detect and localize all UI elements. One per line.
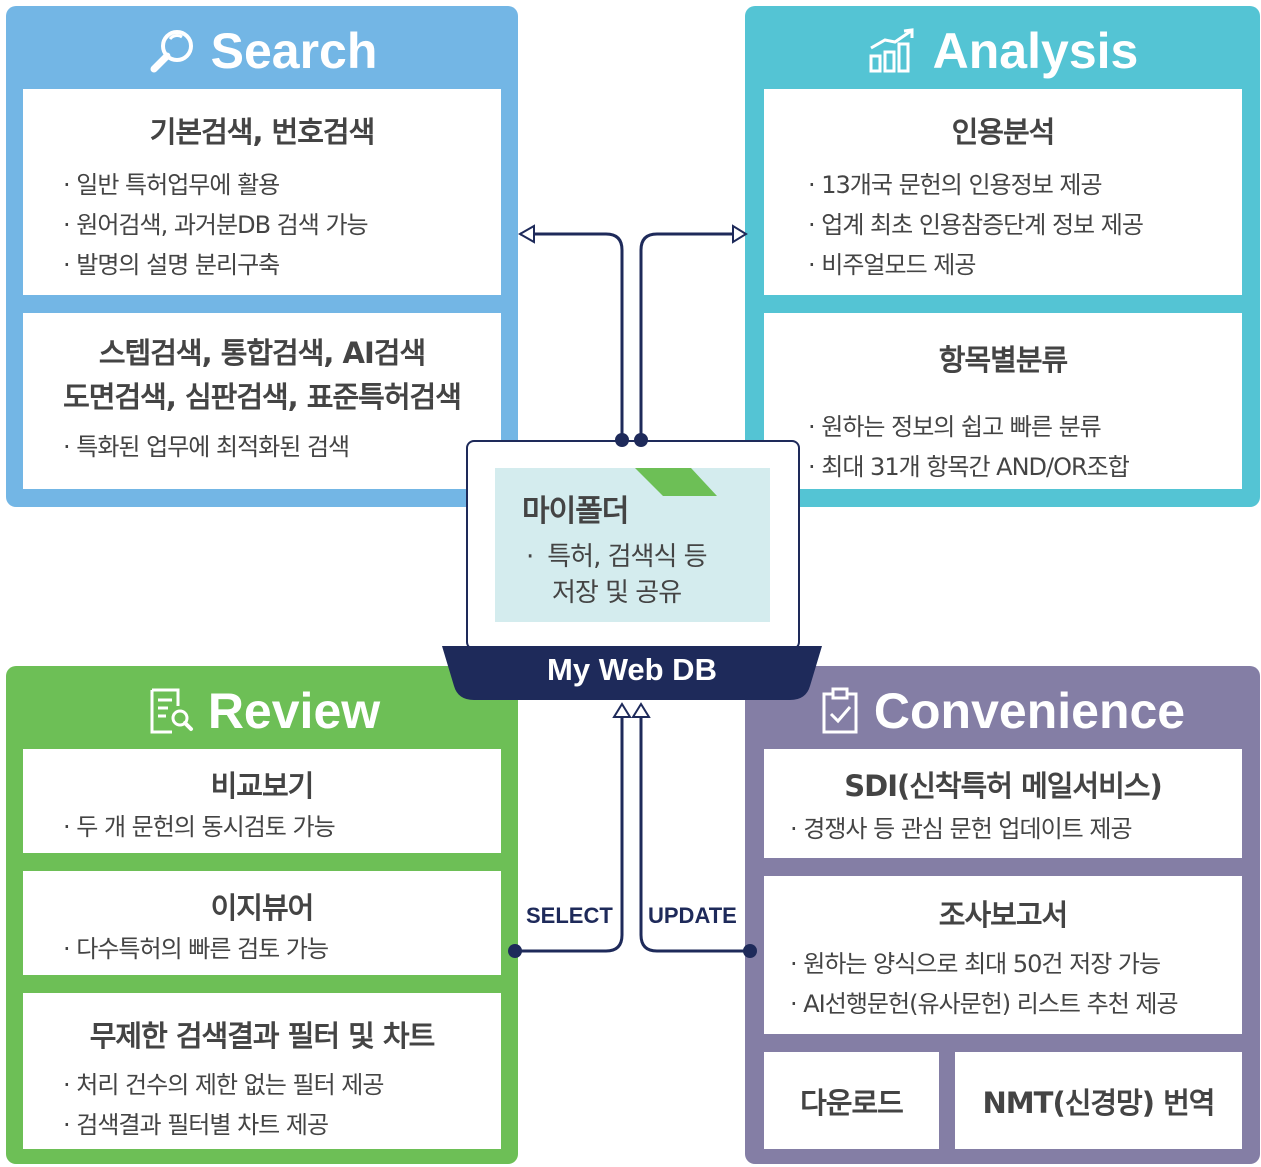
arrow-head-left: [517, 224, 535, 244]
search-box-basic: 기본검색, 번호검색 일반 특허업무에 활용 원어검색, 과거분DB 검색 가능…: [23, 89, 501, 295]
review-title-text: Review: [207, 683, 381, 739]
connector-to-search: [520, 232, 624, 440]
convenience-box-download: 다운로드: [764, 1052, 939, 1149]
mywebdb-base-bar: [442, 646, 822, 700]
list-item: 원하는 양식으로 최대 50건 저장 가능: [790, 944, 1242, 984]
analysis-box-citation: 인용분석 13개국 문헌의 인용정보 제공 업계 최초 인용참증단계 정보 제공…: [764, 89, 1242, 295]
folder-desc-text1: 특허, 검색식 등: [547, 542, 707, 572]
analysis-box-classification-title: 항목별분류: [938, 343, 1068, 377]
convenience-box-nmt-title: NMT(신경망) 번역: [982, 1085, 1216, 1120]
analysis-panel: Analysis 인용분석 13개국 문헌의 인용정보 제공 업계 최초 인용참…: [745, 6, 1260, 507]
list-item: 두 개 문헌의 동시검토 가능: [63, 807, 501, 847]
document-search-icon: [150, 688, 193, 734]
folder-title: 마이폴더: [522, 494, 629, 529]
convenience-box-sdi: SDI(신착특허 메일서비스) 경쟁사 등 관심 문헌 업데이트 제공: [764, 749, 1242, 858]
search-box-basic-title: 기본검색, 번호검색: [149, 115, 376, 149]
list-item: 원어검색, 과거분DB 검색 가능: [63, 205, 501, 245]
search-box-advanced-title-1: 스텝검색, 통합검색, AI검색: [98, 336, 426, 370]
convenience-box-download-title: 다운로드: [800, 1085, 904, 1120]
list-item: 비주얼모드 제공: [808, 245, 1242, 285]
analysis-box-citation-title: 인용분석: [951, 115, 1056, 149]
list-item: 13개국 문헌의 인용정보 제공: [808, 165, 1242, 205]
analysis-title-text: Analysis: [932, 23, 1139, 79]
search-box-advanced: 스텝검색, 통합검색, AI검색 도면검색, 심판검색, 표준특허검색 특화된 …: [23, 313, 501, 489]
convenience-title-text: Convenience: [873, 683, 1186, 739]
list-item: 일반 특허업무에 활용: [63, 165, 501, 205]
analysis-box-classification: 항목별분류 원하는 정보의 쉽고 빠른 분류 최대 31개 항목간 AND/OR…: [764, 313, 1242, 489]
review-box-compare: 비교보기 두 개 문헌의 동시검토 가능: [23, 749, 501, 853]
search-panel-title: Search: [6, 20, 518, 82]
search-title-text: Search: [210, 23, 378, 79]
convenience-panel: Convenience SDI(신착특허 메일서비스) 경쟁사 등 관심 문헌 …: [745, 666, 1260, 1164]
convenience-box-report-title: 조사보고서: [938, 898, 1068, 932]
folder-icon: [495, 468, 770, 622]
search-icon: [150, 30, 193, 73]
select-label: SELECT: [526, 903, 613, 928]
list-item: 특화된 업무에 최적화된 검색: [63, 427, 501, 467]
analysis-panel-title: Analysis: [745, 20, 1260, 82]
connector-to-analysis: [639, 232, 742, 440]
convenience-panel-title: Convenience: [745, 680, 1260, 742]
list-item: AI선행문헌(유사문헌) 리스트 추천 제공: [790, 984, 1242, 1024]
review-box-easyviewer: 이지뷰어 다수특허의 빠른 검토 가능: [23, 871, 501, 975]
mywebdb-label: My Web DB: [547, 652, 717, 687]
review-box-filter-title: 무제한 검색결과 필터 및 차트: [89, 1019, 436, 1053]
review-box-compare-title: 비교보기: [210, 769, 315, 803]
review-box-filter: 무제한 검색결과 필터 및 차트 처리 건수의 제한 없는 필터 제공 검색결과…: [23, 993, 501, 1149]
convenience-box-sdi-title: SDI(신착특허 메일서비스): [844, 769, 1162, 803]
list-item: 원하는 정보의 쉽고 빠른 분류: [808, 407, 1242, 447]
list-item: 발명의 설명 분리구축: [63, 245, 501, 285]
list-item: 처리 건수의 제한 없는 필터 제공: [63, 1065, 501, 1105]
review-panel-title: Review: [6, 680, 518, 742]
folder-desc-line1: · 특허, 검색식 등: [526, 536, 708, 573]
convenience-box-report: 조사보고서 원하는 양식으로 최대 50건 저장 가능 AI선행문헌(유사문헌)…: [764, 876, 1242, 1034]
bullet-dot: ·: [526, 542, 534, 572]
convenience-box-nmt: NMT(신경망) 번역: [955, 1052, 1242, 1149]
search-panel: Search 기본검색, 번호검색 일반 특허업무에 활용 원어검색, 과거분D…: [6, 6, 518, 507]
list-item: 검색결과 필터별 차트 제공: [63, 1105, 501, 1145]
arrow-head-up: [612, 702, 632, 718]
list-item: 다수특허의 빠른 검토 가능: [63, 929, 501, 969]
folder-desc-line2: 저장 및 공유: [552, 578, 682, 608]
list-item: 최대 31개 항목간 AND/OR조합: [808, 447, 1242, 487]
clipboard-check-icon: [822, 687, 858, 734]
search-box-advanced-title-2: 도면검색, 심판검색, 표준특허검색: [63, 380, 462, 414]
review-panel: Review 비교보기 두 개 문헌의 동시검토 가능 이지뷰어 다수특허의 빠…: [6, 666, 518, 1164]
arrow-head-up: [631, 702, 651, 718]
list-item: 업계 최초 인용참증단계 정보 제공: [808, 205, 1242, 245]
review-box-easyviewer-title: 이지뷰어: [210, 891, 315, 925]
bar-chart-icon: [869, 28, 914, 73]
update-label: UPDATE: [648, 903, 737, 928]
list-item: 경쟁사 등 관심 문헌 업데이트 제공: [790, 809, 1242, 849]
